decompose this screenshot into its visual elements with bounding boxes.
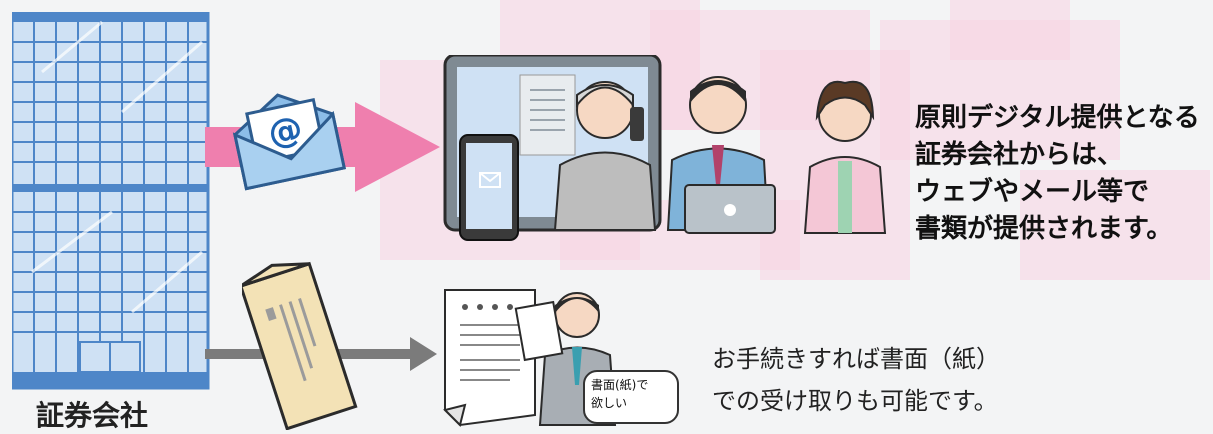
- laptop-icon: [684, 184, 776, 234]
- paper-envelope-icon: [242, 261, 358, 430]
- digital-line-3: ウェブやメール等で: [915, 177, 1150, 207]
- background-tile: [1020, 170, 1210, 280]
- person-businessman: [666, 76, 776, 234]
- person-woman: [803, 80, 887, 234]
- document-icon: [443, 289, 536, 427]
- digital-line-2: 証券会社からは、: [915, 140, 1124, 170]
- bubble-line-1: 書面(紙)で: [591, 378, 649, 392]
- company-label: 証券会社: [36, 399, 149, 432]
- email-at-icon: @: [232, 93, 346, 191]
- office-building-icon: [12, 12, 210, 390]
- background-tile: [950, 0, 1070, 60]
- digital-line-1: 原則デジタル提供となる: [915, 103, 1200, 133]
- request-speech-bubble: 書面(紙)で 欲しい: [583, 370, 679, 424]
- digital-viewing-scene: [443, 55, 887, 241]
- paper-delivery-message: お手続きすれば書面（紙） での受け取りも可能です。: [712, 338, 1000, 422]
- digital-delivery-message: 原則デジタル提供となる 証券会社からは、 ウェブやメール等で 書類が提供されます…: [915, 100, 1200, 248]
- paper-line-1: お手続きすれば書面（紙）: [712, 345, 1000, 373]
- bubble-line-2: 欲しい: [591, 396, 628, 410]
- person-elder: [553, 81, 657, 231]
- digital-line-4: 書類が提供されます。: [915, 214, 1173, 244]
- paper-line-2: での受け取りも可能です。: [712, 387, 998, 415]
- smartphone-icon: [459, 134, 519, 241]
- at-symbol: @: [265, 108, 307, 154]
